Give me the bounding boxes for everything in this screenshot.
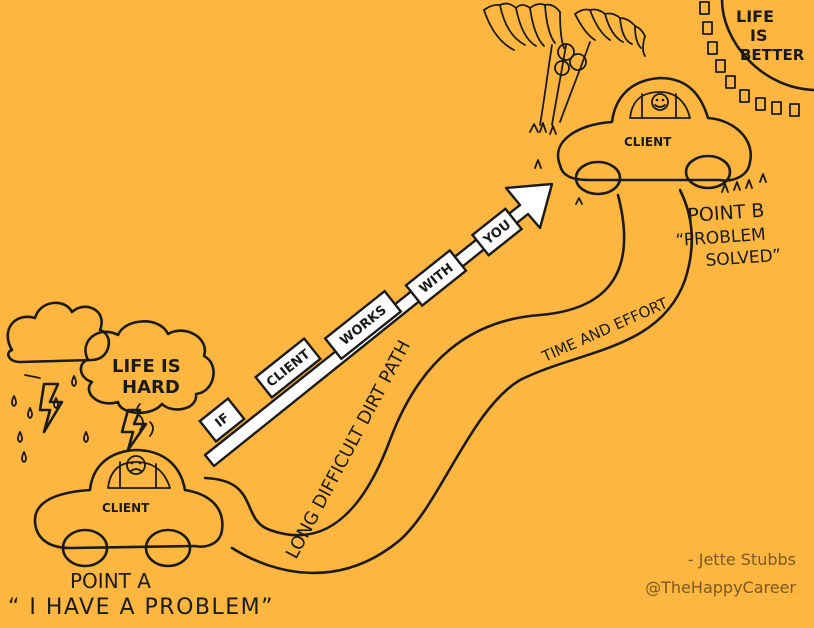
word-box-works: WORKS bbox=[323, 289, 403, 361]
life-is-better-line3: BETTER bbox=[740, 46, 805, 64]
time-and-effort-text: TIME AND EFFORT bbox=[538, 294, 671, 366]
life-is-hard-line1: LIFE IS bbox=[112, 356, 181, 377]
happy-face-icon bbox=[651, 93, 669, 111]
credit-handle: @TheHappyCareer bbox=[645, 578, 796, 597]
sad-face-icon bbox=[126, 455, 146, 475]
rain-drops bbox=[11, 375, 89, 463]
grass-tufts bbox=[534, 159, 767, 205]
life-is-better-line1: LIFE bbox=[736, 7, 774, 26]
client-label-left: CLIENT bbox=[102, 501, 150, 515]
point-a-label: POINT A bbox=[70, 569, 151, 593]
point-b-label: POINT B bbox=[687, 200, 765, 227]
storm-cloud bbox=[6, 301, 111, 379]
car-left-wheels bbox=[61, 528, 192, 568]
word-box-frame bbox=[470, 207, 524, 257]
client-label-right: CLIENT bbox=[624, 135, 672, 149]
point-a-quote: “ I HAVE A PROBLEM” bbox=[8, 595, 274, 620]
life-is-hard-line2: HARD bbox=[122, 377, 180, 398]
word-box-frame bbox=[198, 396, 246, 444]
word-box-frame bbox=[404, 248, 468, 308]
dirt-road bbox=[203, 188, 694, 575]
word-box-with: WITH bbox=[404, 248, 468, 308]
point-b-quote-line2: SOLVED” bbox=[705, 246, 782, 271]
client-car-left bbox=[33, 403, 224, 550]
life-is-hard-cloud bbox=[79, 320, 215, 415]
client-car-right bbox=[556, 76, 753, 182]
word-box-frame bbox=[253, 336, 323, 400]
lightning-bolt-left bbox=[38, 382, 64, 434]
credit-author: - Jette Stubbs bbox=[687, 550, 796, 569]
sun bbox=[699, 0, 814, 117]
life-is-better-line2: IS bbox=[750, 26, 767, 45]
word-box-if: IF bbox=[198, 396, 246, 444]
palm-trees bbox=[483, 2, 646, 135]
lightning-bolt-cloud bbox=[120, 408, 148, 452]
word-box-client: CLIENT bbox=[253, 336, 323, 400]
car-right-wheels bbox=[574, 154, 732, 196]
word-box-frame bbox=[323, 289, 403, 361]
